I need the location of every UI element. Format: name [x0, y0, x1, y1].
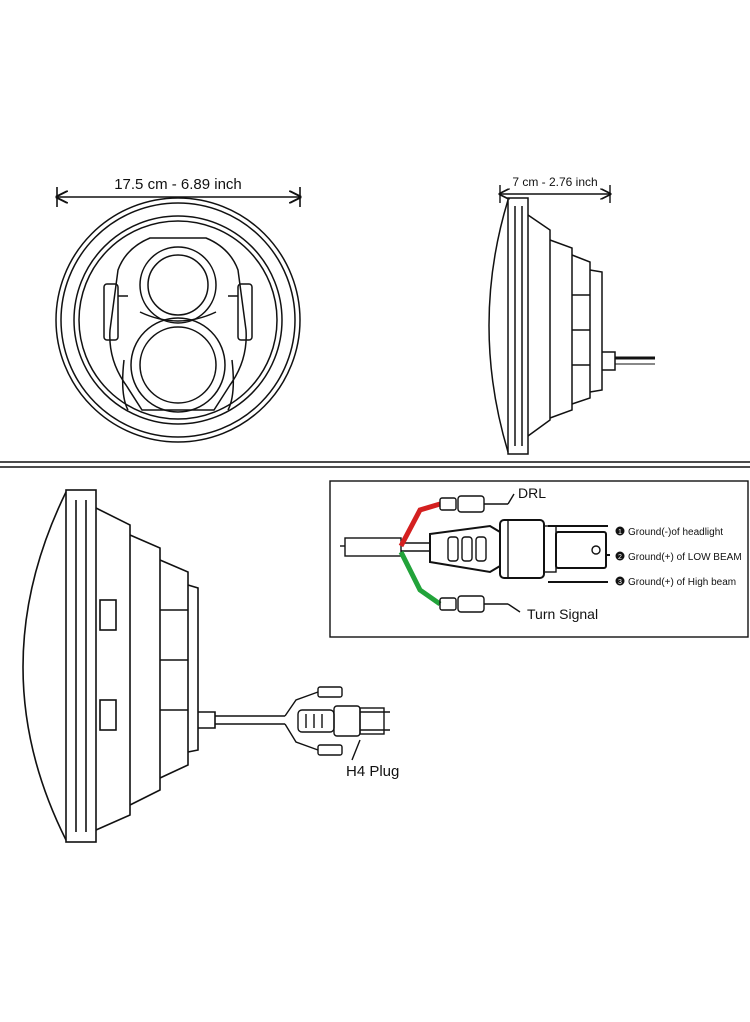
wiring-inset-frame: [329, 480, 749, 638]
legend-item-1: Ground(-)of headlight: [628, 527, 723, 538]
detail-plug-leader: [351, 739, 361, 761]
upper-projector-outer: [139, 246, 217, 324]
detail-turn-connector: [317, 744, 343, 756]
legend-item-2: Ground(+) of LOW BEAM: [628, 552, 742, 563]
detail-headlight: [22, 489, 216, 843]
side-dimension: 7 cm - 2.76 inch: [500, 175, 610, 203]
detail-h4-bulb-base: [359, 707, 385, 735]
detail-drl-wire: [284, 691, 319, 717]
legend-marker-1: [615, 526, 625, 536]
detail-housing-rear: [159, 559, 189, 779]
front-dimension: 17.5 cm - 6.89 inch: [57, 176, 300, 207]
turn-male-connector: [439, 597, 457, 611]
center-divider: [139, 311, 217, 322]
detail-turn-wire: [284, 723, 319, 751]
side-view-headlight: [488, 197, 655, 455]
legend-marker-3-text: 3: [618, 579, 622, 586]
detail-mount-tab-top: [99, 599, 117, 631]
side-cable-gland: [602, 351, 616, 371]
front-dimension-label: 17.5 cm - 6.89 inch: [114, 176, 242, 193]
left-arm: [121, 359, 129, 411]
side-bezel: [507, 197, 529, 455]
upper-projector-lens: [147, 254, 209, 316]
turn-leader: [507, 603, 521, 613]
left-drl-pad: [103, 283, 119, 341]
inset-boot-rib-1: [447, 536, 459, 562]
detail-wiring: [215, 686, 390, 761]
front-view-headlight: [55, 197, 301, 443]
inset-terminal-pin: [591, 545, 601, 555]
detail-housing-mid: [129, 534, 161, 806]
legend-marker-1-text: 1: [618, 529, 622, 536]
legend-marker-2-text: 2: [618, 554, 622, 561]
detail-housing-front: [95, 507, 131, 831]
inset-cable-sleeve: [344, 537, 402, 557]
detail-bezel: [65, 489, 97, 843]
right-drl-pad: [237, 283, 253, 341]
legend-marker-3: [615, 576, 625, 586]
lower-projector-lens: [139, 326, 217, 404]
turn-signal-wire: [398, 550, 442, 607]
drl-wire: [398, 501, 441, 548]
outer-ring-inner: [60, 202, 296, 438]
h4-plug-label: H4 Plug: [346, 763, 399, 780]
detail-lens-dome: [22, 491, 67, 841]
outer-ring: [55, 197, 301, 443]
detail-heatsink: [187, 584, 199, 753]
side-dimension-label: 7 cm - 2.76 inch: [512, 175, 597, 189]
right-arm: [227, 359, 235, 411]
inset-boot-rib-2: [461, 536, 473, 562]
legend-item-3: Ground(+) of High beam: [628, 577, 736, 588]
inset-terminal-block: [555, 531, 607, 569]
detail-mount-tab-bottom: [99, 699, 117, 731]
side-housing-front: [527, 214, 551, 437]
detail-h4-socket: [333, 705, 361, 737]
legend-marker-2: [615, 551, 625, 561]
drl-male-connector: [439, 497, 457, 511]
wiring-legend: 1 Ground(-)of headlight 2 Ground(+) of L…: [615, 526, 742, 588]
bezel-ring-inner: [78, 220, 278, 420]
projector-housing: [109, 237, 247, 411]
side-lens-dome: [488, 199, 509, 453]
lower-projector-outer: [130, 317, 226, 413]
inset-boot-rib-3: [475, 536, 487, 562]
side-heatsink: [589, 269, 603, 393]
detail-cable-gland: [198, 711, 216, 729]
detail-h4-boot: [297, 709, 335, 733]
drl-leader: [507, 493, 515, 505]
side-housing-mid: [549, 239, 573, 419]
turn-signal-label: Turn Signal: [527, 606, 598, 622]
detail-drl-connector: [317, 686, 343, 698]
drl-label: DRL: [518, 485, 546, 501]
wiring-inset: [340, 493, 610, 613]
bezel-ring: [73, 215, 283, 425]
